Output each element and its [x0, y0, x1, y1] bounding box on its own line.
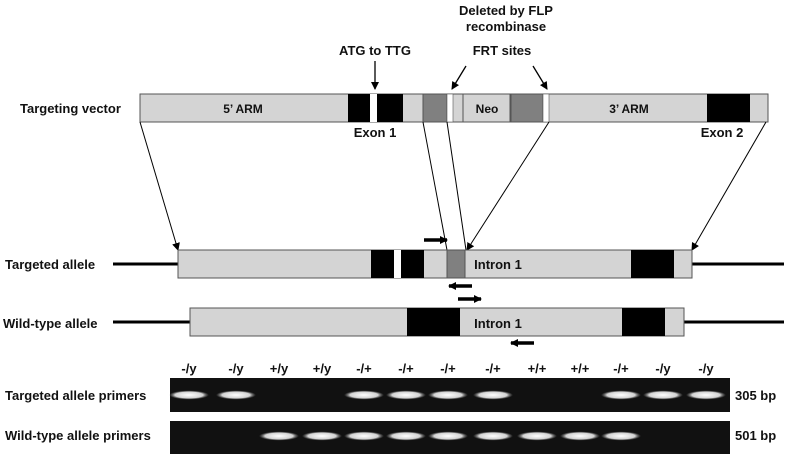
gel2-size-label: 501 bp	[735, 428, 776, 443]
targeted-atg-mutation-mark	[394, 250, 401, 278]
genotype-lane-label: -/y	[228, 361, 244, 376]
gel-band	[386, 431, 426, 441]
gel-band	[517, 431, 557, 441]
exon1-label: Exon 1	[354, 125, 397, 140]
genotype-lane-label: +/+	[528, 361, 547, 376]
gel-band	[601, 390, 641, 400]
vector-frt-right-gap	[542, 93, 550, 123]
wildtype-allele-label: Wild-type allele	[3, 316, 98, 331]
gel-band	[259, 431, 299, 441]
gel1-size-label: 305 bp	[735, 388, 776, 403]
gel-band	[428, 431, 468, 441]
genotype-lane-label: -/+	[356, 361, 372, 376]
targeting-vector-label: Targeting vector	[20, 101, 121, 116]
genotype-lane-label: -/y	[655, 361, 671, 376]
genotype-lane-label: -/+	[398, 361, 414, 376]
targeted-exon2-block	[631, 250, 674, 278]
genotype-lane-label: -/+	[485, 361, 501, 376]
targeting-vector-construct	[139, 93, 769, 123]
arm3-label: 3’ ARM	[609, 102, 649, 116]
vector-atg-mutation-mark	[370, 94, 377, 122]
gel-band	[386, 390, 426, 400]
gel-band	[473, 390, 513, 400]
gel-band	[169, 390, 209, 400]
vector-backbone	[139, 93, 769, 123]
genotype-lane-label: +/+	[571, 361, 590, 376]
wildtype-intron1-label: Intron 1	[474, 316, 522, 331]
genotype-lane-label: +/y	[270, 361, 289, 376]
gel2-row-label: Wild-type allele primers	[5, 428, 151, 443]
gel-band	[643, 390, 683, 400]
gel-band	[428, 390, 468, 400]
wildtype-allele-construct	[189, 307, 685, 337]
genotype-lane-label: +/y	[313, 361, 332, 376]
frt-sites-label: FRT sites	[473, 43, 532, 58]
genotype-lane-label: -/+	[613, 361, 629, 376]
exon2-label: Exon 2	[701, 125, 744, 140]
gel1-bands	[169, 390, 726, 400]
atg-to-ttg-label: ATG to TTG	[339, 43, 411, 58]
recombination-lines	[139, 121, 767, 251]
gel-band	[560, 431, 600, 441]
vector-frt-left-gap	[446, 93, 454, 123]
gel-band	[686, 390, 726, 400]
gel-band	[473, 431, 513, 441]
wildtype-exon2-block	[622, 308, 665, 336]
targeted-allele-label: Targeted allele	[5, 257, 95, 272]
genotype-lane-label: -/+	[440, 361, 456, 376]
arm5-label: 5’ ARM	[223, 102, 263, 116]
vector-frt-left	[422, 93, 448, 123]
targeted-frt-remnant	[446, 249, 466, 279]
targeted-intron1-label: Intron 1	[474, 257, 522, 272]
deleted-by-flp-label: Deleted by FLP	[459, 3, 553, 18]
vector-frt-right	[510, 93, 544, 123]
gel-band	[601, 431, 641, 441]
genotype-lane-labels: -/y -/y +/y +/y -/+ -/+ -/+ -/+ +/+ +/+ -/+ -/y -/y	[181, 361, 714, 376]
gel2-bands	[259, 431, 641, 441]
vector-neo-box	[462, 93, 511, 123]
gel-band	[216, 390, 256, 400]
frt-left-pointer-arrow	[451, 65, 467, 90]
frt-right-pointer-arrow	[532, 65, 548, 90]
gel-band	[344, 390, 384, 400]
targeted-allele-construct	[177, 249, 693, 279]
vector-exon2-block	[707, 94, 750, 122]
gel-band	[344, 431, 384, 441]
gel1-row-label: Targeted allele primers	[5, 388, 146, 403]
genotype-lane-label: -/y	[181, 361, 197, 376]
gel-band	[302, 431, 342, 441]
genotype-lane-label: -/y	[698, 361, 714, 376]
recombinase-label: recombinase	[466, 19, 546, 34]
wildtype-exon1-block	[407, 308, 460, 336]
neo-label: Neo	[476, 102, 499, 116]
